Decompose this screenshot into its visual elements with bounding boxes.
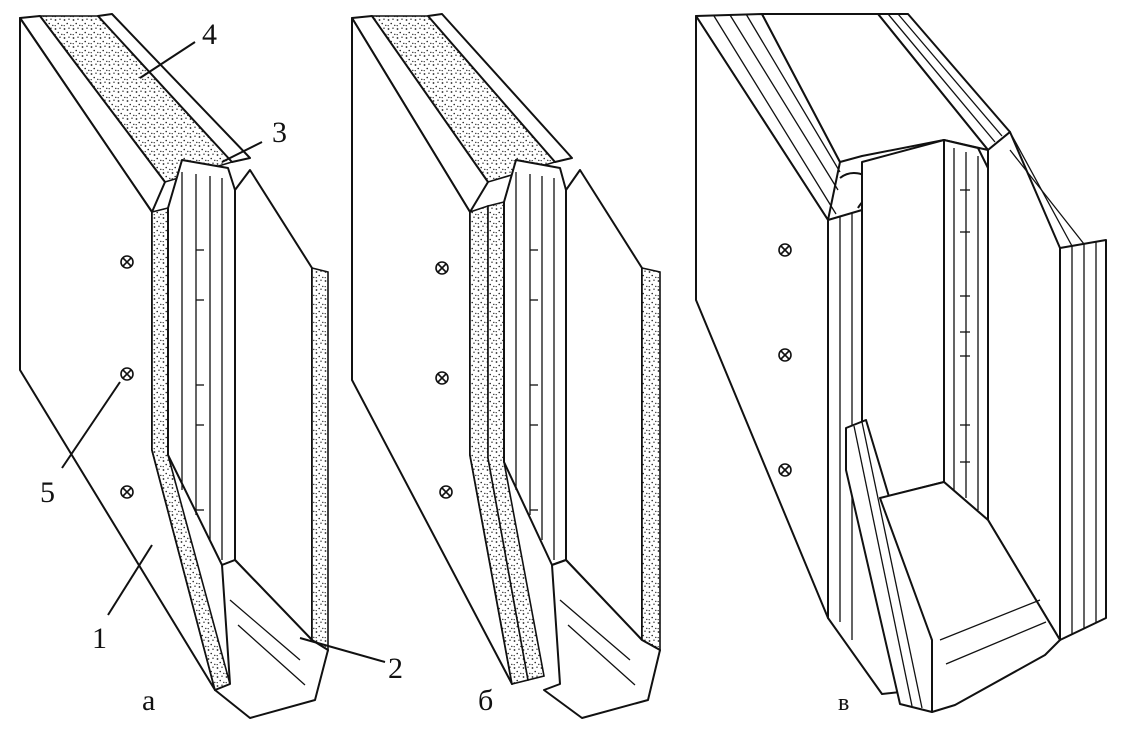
stud-flange-lines: [181, 172, 223, 560]
cutaway-layer-lines: [853, 421, 923, 709]
callout-4: 4: [202, 18, 217, 51]
panel-v: в: [695, 13, 1107, 716]
screw-icon: [778, 463, 792, 477]
right-board-face: [565, 169, 643, 641]
bottom-track-groove: [229, 599, 306, 686]
screw-icon: [120, 485, 134, 499]
right-board-face: [234, 169, 313, 641]
panel-b: б: [351, 13, 661, 719]
board-top-edge-right: [427, 13, 573, 163]
bottom-track: [879, 481, 1061, 713]
bottom-track: [543, 559, 661, 719]
leader-3: [221, 141, 263, 163]
screw-icon: [778, 348, 792, 362]
screw-icon: [120, 255, 134, 269]
leader-5: [61, 381, 121, 469]
panel-caption: а: [142, 684, 155, 717]
screw-icon: [778, 243, 792, 257]
board-top-edge-right: [97, 13, 251, 163]
board-layer-lines-left: [713, 13, 841, 215]
stud-rivets: [960, 189, 970, 463]
leader-1: [107, 544, 153, 616]
callout-1: 1: [92, 622, 107, 655]
bottom-track-groove: [939, 599, 1047, 665]
stud-flange-lines: [953, 148, 979, 510]
callout-3: 3: [272, 116, 287, 149]
screw-icon: [439, 485, 453, 499]
bottom-track: [214, 559, 329, 719]
right-board-edge: [311, 266, 329, 652]
leader-4: [139, 41, 196, 79]
panel-caption: в: [838, 690, 849, 716]
screw-icon: [435, 261, 449, 275]
screw-icon: [435, 371, 449, 385]
stud-profile: [503, 159, 567, 566]
bottom-track-groove: [559, 599, 636, 686]
stud-rivets: [196, 249, 204, 511]
right-board-edge-layers: [1059, 239, 1107, 641]
callout-2: 2: [388, 652, 403, 685]
leader-2: [299, 637, 386, 663]
right-board-edge: [641, 267, 661, 652]
screw-icon: [120, 367, 134, 381]
panel-a: 4 3 5 1 2 а: [19, 13, 403, 719]
stud-flange-lines: [515, 172, 555, 560]
screw-row: [435, 261, 453, 499]
right-board-layer-lines: [1009, 131, 1097, 634]
screw-row: [778, 243, 792, 477]
board-layer-lines-right: [887, 13, 1003, 143]
panel-caption: б: [478, 684, 493, 717]
stud-rivets: [530, 249, 538, 511]
screw-row: [120, 255, 134, 499]
callout-5: 5: [40, 476, 55, 509]
